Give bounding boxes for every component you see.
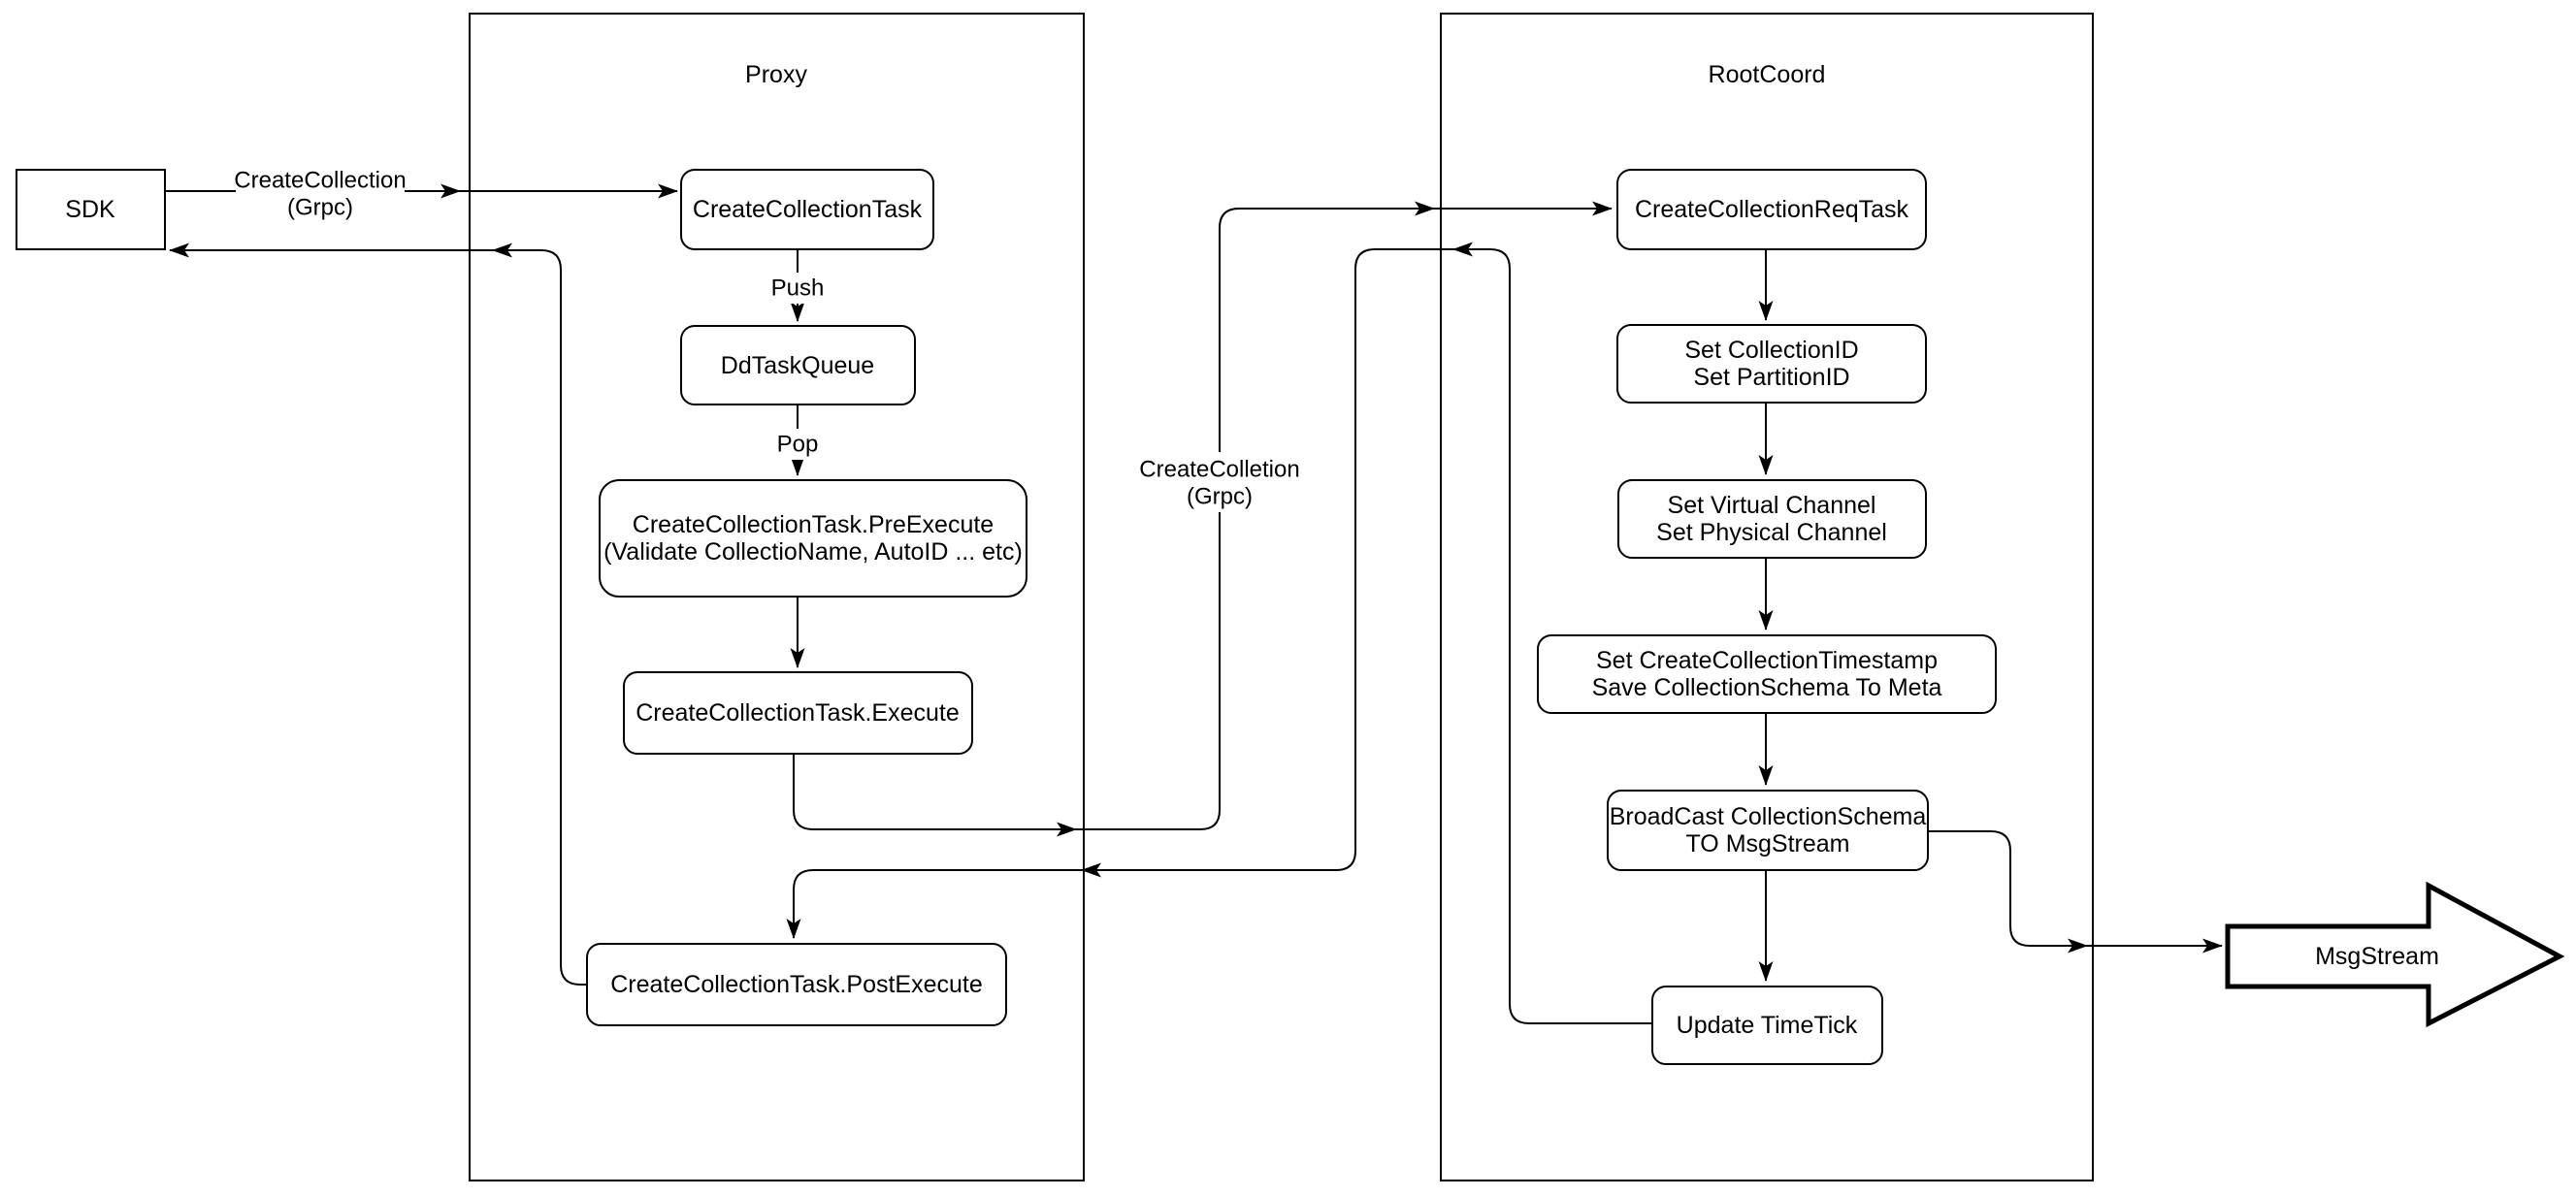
arrowhead	[1452, 242, 1473, 257]
svg-text:Set Virtual Channel: Set Virtual Channel	[1668, 492, 1876, 519]
node-set-collection-partition-id: Set CollectionID Set PartitionID	[1616, 324, 1927, 404]
svg-text:(Validate CollectioName, AutoI: (Validate CollectioName, AutoID ... etc)	[603, 538, 1023, 566]
arrowhead	[1081, 862, 1101, 878]
svg-text:DdTaskQueue: DdTaskQueue	[721, 352, 874, 379]
container-proxy: Proxy	[469, 13, 1085, 1181]
svg-text:TO MsgStream: TO MsgStream	[1685, 830, 1849, 857]
arrowhead	[440, 183, 461, 199]
svg-text:CreateCollectionTask.Execute: CreateCollectionTask.Execute	[636, 699, 960, 727]
svg-text:(Grpc): (Grpc)	[287, 195, 353, 221]
node-create-collection-req-task: CreateCollectionReqTask	[1616, 169, 1927, 250]
svg-text:CreateCollectionTask.PreExecut: CreateCollectionTask.PreExecute	[633, 511, 994, 538]
svg-text:Set CollectionID: Set CollectionID	[1684, 337, 1858, 364]
svg-text:CreateCollectionTask: CreateCollectionTask	[693, 196, 923, 223]
svg-text:CreateCollection: CreateCollection	[234, 168, 406, 194]
svg-text:Push: Push	[771, 275, 825, 302]
edge-label-push: Push	[766, 273, 830, 304]
node-set-timestamp-save-schema: Set CreateCollectionTimestamp Save Colle…	[1537, 634, 1997, 714]
node-post-execute: CreateCollectionTask.PostExecute	[586, 943, 1007, 1026]
svg-text:Pop: Pop	[777, 432, 819, 458]
arrowhead	[1415, 201, 1435, 216]
svg-text:SDK: SDK	[65, 196, 115, 223]
edge-label-grpc-internal: CreateColletion (Grpc)	[1133, 452, 1306, 512]
msgstream-arrow-shape	[2225, 881, 2565, 1028]
svg-text:CreateCollectionReqTask: CreateCollectionReqTask	[1635, 196, 1909, 223]
node-execute: CreateCollectionTask.Execute	[623, 671, 973, 755]
svg-text:MsgStream: MsgStream	[2315, 943, 2439, 970]
svg-text:CreateCollectionTask.PostExecu: CreateCollectionTask.PostExecute	[610, 971, 983, 998]
node-dd-task-queue: DdTaskQueue	[680, 325, 916, 405]
svg-text:Save CollectionSchema To Meta: Save CollectionSchema To Meta	[1592, 674, 1942, 701]
node-update-timetick: Update TimeTick	[1651, 986, 1883, 1065]
edge-label-grpc-call: CreateCollection (Grpc)	[234, 163, 407, 223]
node-pre-execute: CreateCollectionTask.PreExecute (Validat…	[599, 479, 1027, 598]
edge-broadcast-to-msgstream	[1928, 830, 2223, 954]
svg-text:(Grpc): (Grpc)	[1187, 484, 1253, 510]
svg-text:CreateColletion: CreateColletion	[1139, 457, 1299, 483]
edge-timetick-to-postexecute	[786, 248, 1652, 1024]
arrowhead	[2068, 938, 2088, 954]
svg-text:Set CreateCollectionTimestamp: Set CreateCollectionTimestamp	[1596, 647, 1938, 674]
svg-text:BroadCast CollectionSchema: BroadCast CollectionSchema	[1610, 803, 1927, 830]
svg-text:Set PartitionID: Set PartitionID	[1693, 364, 1849, 391]
svg-text:Set Physical Channel: Set Physical Channel	[1656, 519, 1887, 546]
arrowhead	[492, 243, 512, 258]
edge-execute-to-reqtask	[793, 201, 1613, 830]
edge-label-pop: Pop	[770, 429, 825, 460]
node-broadcast-collection-schema: BroadCast CollectionSchema TO MsgStream	[1607, 790, 1929, 871]
node-sdk: SDK	[16, 169, 166, 250]
arrowhead	[1057, 822, 1077, 837]
container-rootcoord-title: RootCoord	[1709, 61, 1826, 88]
container-proxy-title: Proxy	[745, 61, 807, 88]
container-rootcoord: RootCoord	[1440, 13, 2094, 1181]
svg-text:Update TimeTick: Update TimeTick	[1677, 1012, 1858, 1039]
node-set-virtual-physical-channel: Set Virtual Channel Set Physical Channel	[1617, 479, 1927, 559]
node-create-collection-task: CreateCollectionTask	[680, 169, 934, 250]
node-msgstream: MsgStream	[2225, 881, 2565, 1028]
edge-postexecute-to-sdk	[169, 243, 587, 986]
